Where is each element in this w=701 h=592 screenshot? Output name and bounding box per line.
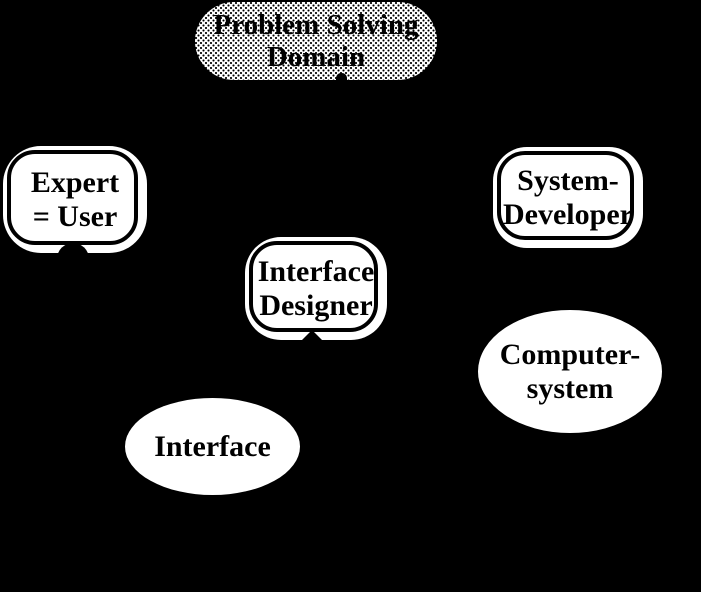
node-label: Interface [154, 430, 271, 464]
node-system-developer: System- Developer [493, 147, 643, 248]
node-label-line: Designer [259, 288, 373, 322]
node-label-line: Interface [154, 429, 271, 463]
arrow-notch [57, 243, 89, 275]
node-inner-border [497, 151, 634, 240]
node-computer-system: Computer- system [478, 310, 662, 433]
node-problem-solving-domain: Problem Solving Domain [195, 2, 437, 81]
node-label-line: Expert [30, 165, 120, 199]
node-label-line: Domain [266, 41, 366, 73]
node-label-line: System- [517, 163, 619, 197]
node-label-line: Problem Solving [213, 8, 419, 41]
node-label-line: Computer- [499, 337, 641, 371]
arrow-notch [336, 73, 347, 81]
node-label: Interface Designer [258, 255, 375, 322]
node-label-line: Developer [503, 197, 633, 231]
node-label-line: Interface [257, 254, 375, 288]
node-label-line: system [526, 371, 614, 405]
node-expert-user: Expert = User [3, 146, 147, 275]
node-label: Expert = User [31, 166, 119, 233]
node-interface: Interface [125, 398, 300, 495]
arrow-notch [302, 330, 322, 340]
node-interface-designer: Interface Designer [245, 237, 387, 340]
node-label-line: = User [32, 199, 118, 233]
node-label: Computer- system [500, 338, 641, 405]
node-label: System- Developer [503, 164, 633, 231]
node-label: Problem Solving Domain [214, 9, 419, 74]
